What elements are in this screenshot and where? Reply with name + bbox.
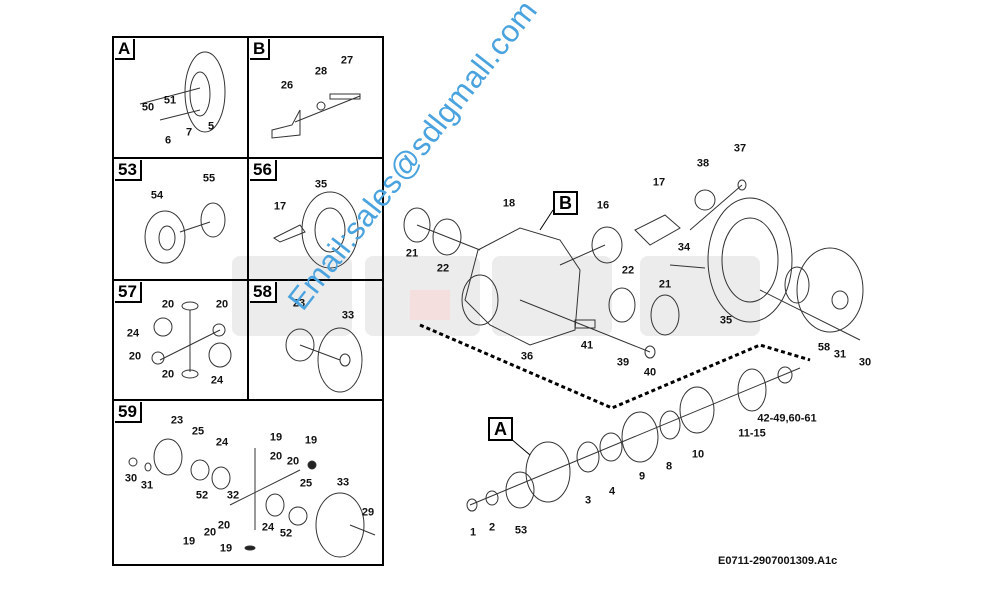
- part-number-label: 26: [280, 79, 294, 92]
- part-number-label: 52: [279, 527, 293, 540]
- part-number-label: 36: [520, 350, 534, 363]
- part-number-label: 22: [621, 264, 635, 277]
- part-number-label: 29: [361, 506, 375, 519]
- panel-title-57: 57: [115, 282, 142, 303]
- part-number-label: 41: [580, 339, 594, 352]
- part-number-label: 50: [141, 101, 155, 114]
- part-number-label: 34: [677, 241, 691, 254]
- part-number-label: 40: [643, 366, 657, 379]
- part-number-label: 6: [164, 134, 172, 147]
- part-number-label: 30: [858, 356, 872, 369]
- part-number-label: 21: [658, 278, 672, 291]
- diff-exploded-part: [128, 438, 376, 558]
- part-number-label: 19: [219, 542, 233, 555]
- part-number-label: 28: [314, 65, 328, 78]
- part-number-label: 20: [215, 298, 229, 311]
- pinion-crownwheel-part: [273, 191, 359, 269]
- part-number-label: 24: [215, 436, 229, 449]
- part-number-label: 25: [299, 477, 313, 490]
- axle-housing-part: [403, 179, 864, 359]
- part-number-label: 32: [226, 489, 240, 502]
- part-number-label: 52: [195, 489, 209, 502]
- spider-kit-part: [151, 301, 232, 379]
- part-number-label: 24: [126, 327, 140, 340]
- part-number-label: 55: [202, 172, 216, 185]
- flange-part: [139, 51, 226, 133]
- panel-title-53: 53: [115, 160, 142, 181]
- part-number-label: 19: [182, 535, 196, 548]
- part-number-label: 58: [817, 341, 831, 354]
- diff-case-part: [285, 327, 363, 393]
- part-number-label: 19: [269, 431, 283, 444]
- part-number-label: 10: [691, 448, 705, 461]
- part-number-label: 24: [261, 521, 275, 534]
- part-number-label: 1: [469, 526, 477, 539]
- callout-a: A: [488, 417, 513, 441]
- panel-title-a: A: [115, 39, 136, 60]
- part-number-label: 25: [191, 425, 205, 438]
- part-number-label: 20: [161, 298, 175, 311]
- part-number-label: 53: [514, 524, 528, 537]
- part-number-label: 38: [696, 157, 710, 170]
- part-number-label: 51: [163, 94, 177, 107]
- panel-title-59: 59: [115, 402, 142, 423]
- part-number-label: 42-49,60-61: [757, 412, 817, 425]
- part-number-label: 17: [652, 176, 666, 189]
- part-number-label: 39: [616, 356, 630, 369]
- part-number-label: 20: [203, 526, 217, 539]
- part-number-label: 30: [124, 472, 138, 485]
- companion-flange-part: [144, 202, 226, 264]
- part-number-label: 27: [340, 54, 354, 67]
- part-number-label: 37: [733, 142, 747, 155]
- callout-b: B: [553, 191, 578, 215]
- panel-title-b: B: [250, 39, 271, 60]
- part-number-label: 17: [273, 200, 287, 213]
- part-number-label: 31: [140, 479, 154, 492]
- part-number-label: 23: [170, 414, 184, 427]
- part-number-label: 2: [488, 521, 496, 534]
- part-number-label: 21: [405, 247, 419, 260]
- part-number-label: 23: [292, 297, 306, 310]
- part-number-label: 20: [286, 455, 300, 468]
- bracket-part: [271, 93, 361, 139]
- part-number-label: 8: [665, 460, 673, 473]
- panel-grid: [112, 36, 384, 566]
- drawing-number: E0711-2907001309.A1c: [718, 555, 838, 567]
- part-number-label: 16: [596, 199, 610, 212]
- part-number-label: 33: [336, 476, 350, 489]
- part-number-label: 20: [217, 519, 231, 532]
- part-number-label: 20: [269, 450, 283, 463]
- background-logo: [232, 256, 760, 336]
- callout-leaders: [509, 209, 554, 456]
- panel-title-58: 58: [250, 282, 277, 303]
- part-number-label: 31: [833, 348, 847, 361]
- part-number-label: 5: [207, 120, 215, 133]
- part-number-label: 24: [210, 374, 224, 387]
- part-number-label: 11-15: [738, 427, 766, 440]
- part-number-label: 4: [608, 485, 616, 498]
- dashed-boundary: [419, 323, 811, 410]
- part-number-label: 54: [150, 189, 164, 202]
- part-number-label: 35: [719, 314, 733, 327]
- part-number-label: 19: [304, 434, 318, 447]
- part-number-label: 9: [638, 470, 646, 483]
- part-number-label: 33: [341, 309, 355, 322]
- part-number-label: 20: [128, 350, 142, 363]
- part-number-label: 35: [314, 178, 328, 191]
- part-number-label: 7: [185, 126, 193, 139]
- part-number-label: 18: [502, 197, 516, 210]
- part-number-label: 20: [161, 368, 175, 381]
- flange-assembly-part: [466, 366, 801, 512]
- panel-title-56: 56: [250, 160, 277, 181]
- part-number-label: 22: [436, 262, 450, 275]
- part-number-label: 3: [584, 494, 592, 507]
